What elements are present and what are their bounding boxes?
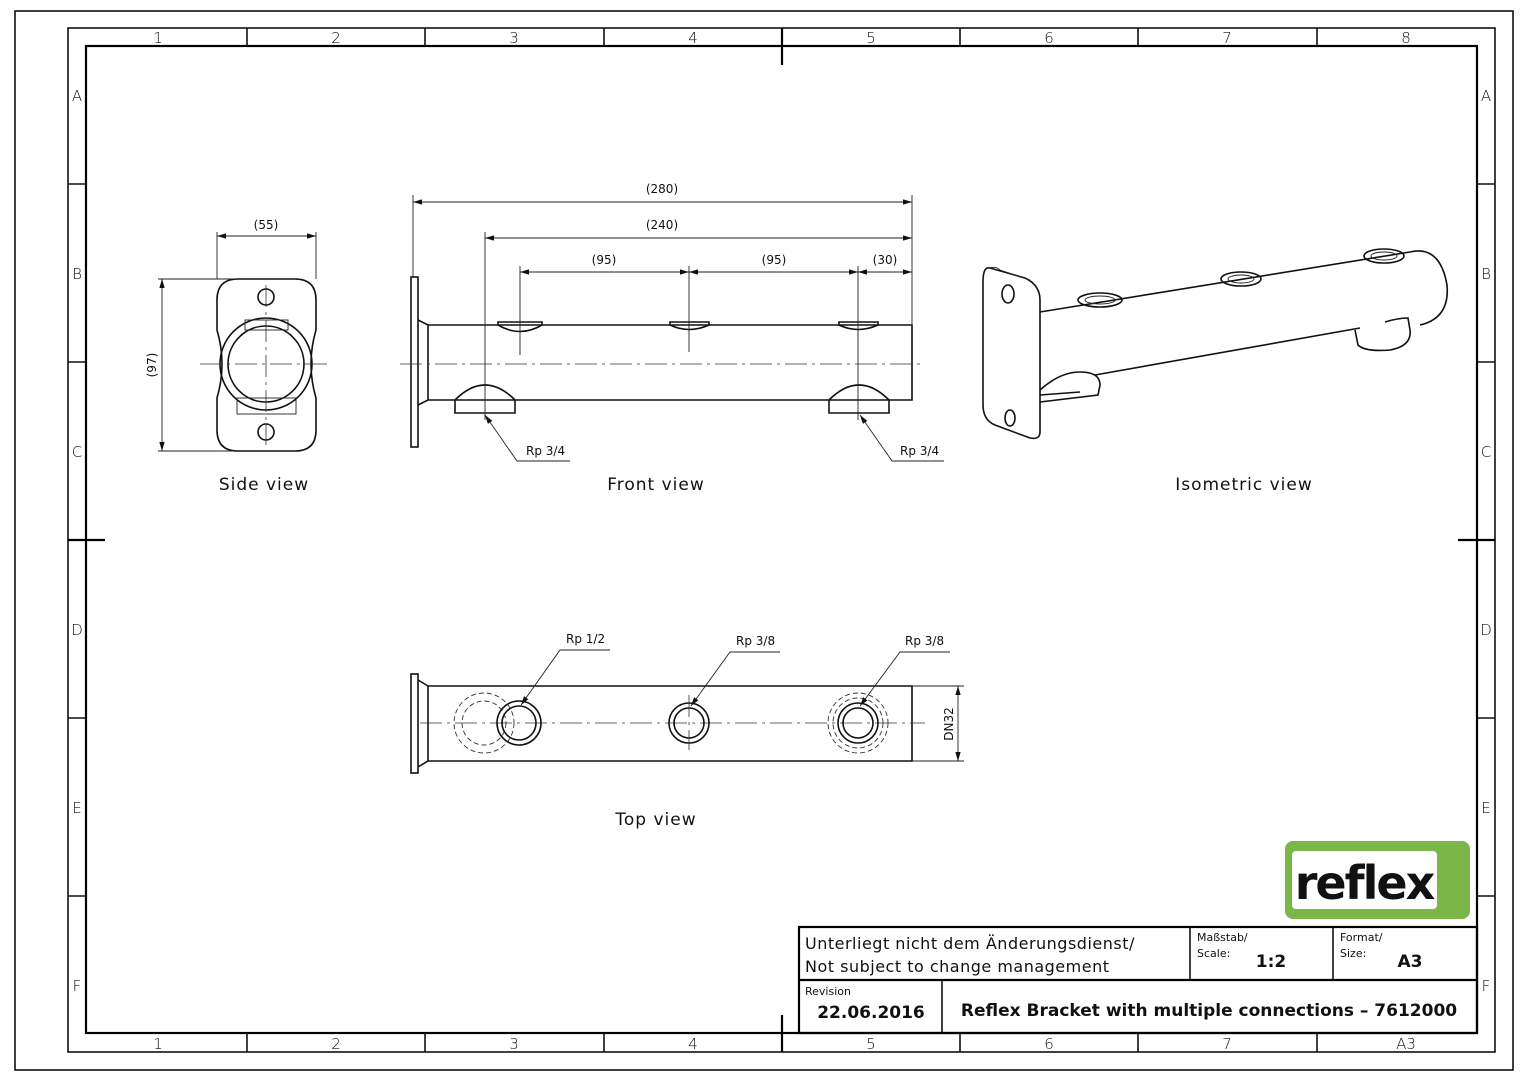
- row-label: E: [1481, 799, 1490, 817]
- column-label: 3: [509, 1035, 519, 1053]
- dimension-95: (95): [592, 253, 617, 267]
- column-label: 4: [688, 29, 698, 47]
- row-label: A: [1481, 87, 1491, 105]
- format-label: Size:: [1340, 947, 1366, 960]
- row-label: D: [71, 621, 83, 639]
- column-label: 2: [331, 1035, 341, 1053]
- thread-label: Rp 3/8: [736, 634, 775, 648]
- logo-text: reflex: [1295, 856, 1435, 910]
- column-label: 4: [688, 1035, 698, 1053]
- front-view: (280) (240) (95) (95) (30) Rp 3/4 Rp 3/4…: [400, 182, 944, 495]
- dimension-dn32: DN32: [942, 707, 956, 741]
- title-block: Unterliegt nicht dem Änderungsdienst/ No…: [797, 925, 1479, 1035]
- drawing-title: Reflex Bracket with multiple connections…: [961, 1001, 1457, 1021]
- thread-label: Rp 3/4: [526, 444, 565, 458]
- column-label: 7: [1222, 1035, 1232, 1053]
- column-label: 1: [153, 1035, 163, 1053]
- thread-label: Rp 3/8: [905, 634, 944, 648]
- dimension-280: (280): [646, 182, 678, 196]
- drawing-frame: 1 2 3 4 5 6 7 8 1 2 3 4 5 6 7 A3 A B C D…: [14, 10, 1514, 1071]
- side-view-caption: Side view: [219, 475, 309, 495]
- column-label: 1: [153, 29, 163, 47]
- column-label: 2: [331, 29, 341, 47]
- column-label: 8: [1401, 29, 1411, 47]
- dimension-height: (97): [145, 353, 159, 378]
- isometric-view: Isometric view: [982, 248, 1449, 495]
- format-value: A3: [1398, 952, 1423, 972]
- column-label: 6: [1044, 29, 1054, 47]
- scale-label: Scale:: [1197, 947, 1230, 960]
- row-label: C: [72, 443, 82, 461]
- format-label: Format/: [1340, 931, 1383, 944]
- column-label: 5: [866, 1035, 876, 1053]
- scale-label: Maßstab/: [1197, 931, 1248, 944]
- row-label: A: [72, 87, 82, 105]
- isometric-view-caption: Isometric view: [1175, 475, 1313, 495]
- dimension-30: (30): [873, 253, 898, 267]
- column-label: 5: [866, 29, 876, 47]
- dimension-width: (55): [254, 218, 279, 232]
- row-label: E: [72, 799, 81, 817]
- row-label: F: [1482, 977, 1491, 995]
- reflex-logo: reflex: [1285, 841, 1470, 919]
- revision-label: Revision: [805, 985, 851, 998]
- top-view: Rp 1/2 Rp 3/8 Rp 3/8 DN32 Top view: [410, 632, 964, 830]
- column-label: A3: [1396, 1035, 1416, 1053]
- front-view-caption: Front view: [607, 475, 705, 495]
- dimension-95: (95): [762, 253, 787, 267]
- change-note-line1: Unterliegt nicht dem Änderungsdienst/: [805, 934, 1135, 953]
- row-label: B: [1481, 265, 1491, 283]
- column-label: 6: [1044, 1035, 1054, 1053]
- dimension-240: (240): [646, 218, 678, 232]
- top-view-caption: Top view: [614, 810, 696, 830]
- side-view: (55) (97) Side view: [145, 218, 332, 495]
- row-label: D: [1480, 621, 1492, 639]
- thread-label: Rp 3/4: [900, 444, 939, 458]
- column-label: 3: [509, 29, 519, 47]
- row-label: C: [1481, 443, 1491, 461]
- revision-date: 22.06.2016: [817, 1003, 925, 1023]
- change-note-line2: Not subject to change management: [805, 957, 1110, 976]
- column-label: 7: [1222, 29, 1232, 47]
- thread-label: Rp 1/2: [566, 632, 605, 646]
- row-label: F: [73, 977, 82, 995]
- row-label: B: [72, 265, 82, 283]
- scale-value: 1:2: [1256, 952, 1286, 972]
